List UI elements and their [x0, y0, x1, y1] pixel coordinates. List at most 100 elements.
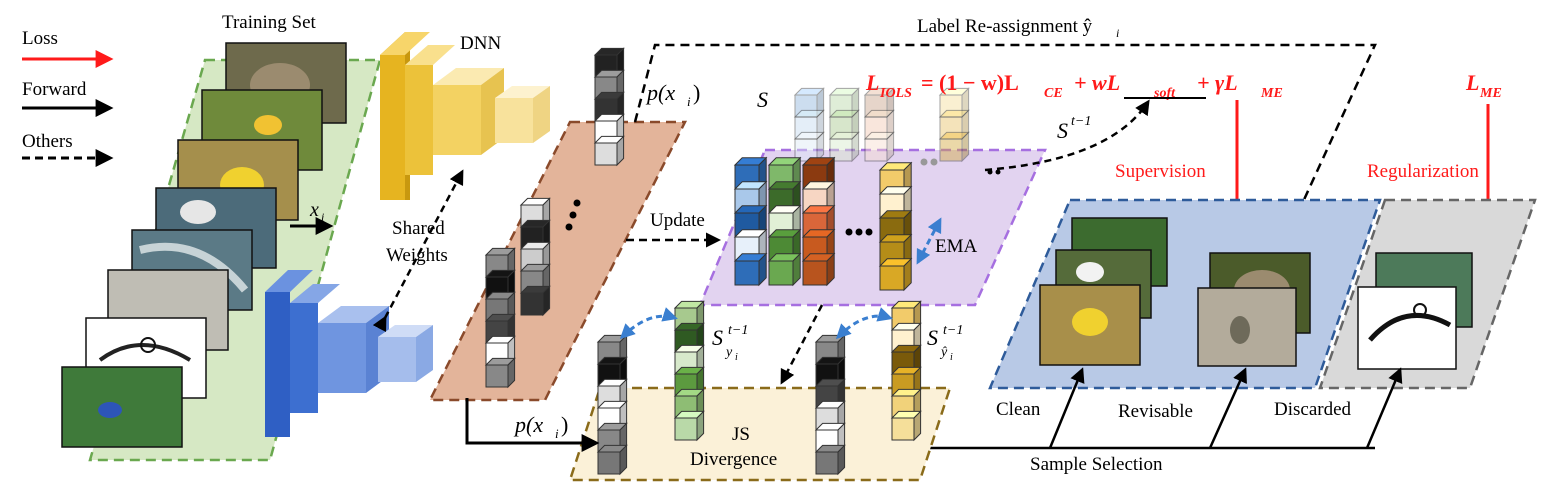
lme-sub: ME — [1479, 86, 1502, 101]
legend-loss-label: Loss — [22, 28, 58, 49]
regularization-label: Regularization — [1367, 161, 1479, 182]
s-yi-sub: y — [724, 345, 733, 360]
cube — [733, 252, 768, 287]
training-set: Training Set — [61, 12, 382, 462]
s-prev-arrow — [984, 99, 1150, 172]
memory-panel — [698, 87, 1047, 307]
cube — [593, 135, 625, 167]
cube — [793, 109, 825, 141]
xi-label-sub: i — [321, 210, 324, 224]
cube — [814, 444, 846, 476]
p-xi-bottom-label: p(x — [513, 412, 543, 437]
cube — [890, 410, 922, 442]
js-vectors — [596, 300, 922, 476]
ema-label: EMA — [935, 236, 978, 257]
cube — [878, 257, 913, 292]
supervision-label: Supervision — [1115, 161, 1206, 182]
js-compare-arrow-right — [835, 307, 893, 340]
js-label-1: JS — [732, 424, 750, 445]
dnn-top: DNN — [380, 32, 550, 200]
cube — [673, 410, 705, 442]
cube — [767, 252, 802, 287]
memory-to-js-arrow — [780, 304, 824, 385]
shared-weights-label-2: Weights — [386, 245, 448, 266]
s-prev-label: S — [1057, 118, 1068, 143]
cube — [938, 109, 970, 141]
clean-arrow — [1048, 367, 1085, 449]
p-xi-bottom-paren: ) — [561, 412, 568, 437]
formula-ce-sub: CE — [1044, 86, 1063, 101]
cube — [828, 109, 860, 141]
shared-weights-label-1: Shared — [392, 218, 445, 239]
formula-plus1: + wL — [1074, 70, 1120, 95]
legend-others-label: Others — [22, 131, 73, 152]
p-xi-top-label: p(x — [645, 80, 675, 105]
js-compare-arrow-left — [619, 307, 678, 340]
cube — [863, 87, 895, 119]
revisable-arrow — [1208, 367, 1247, 449]
s-label: S — [757, 87, 768, 112]
formula-lhs: L — [865, 70, 879, 95]
js-panel: JS Divergence — [568, 300, 952, 482]
lme-label: L — [1465, 70, 1479, 95]
p-xi-top-paren: ) — [693, 80, 700, 105]
probability-panel-shape — [427, 120, 688, 402]
revisable-label: Revisable — [1118, 401, 1193, 422]
cube — [938, 131, 970, 163]
cube — [801, 252, 836, 287]
cube — [596, 444, 628, 476]
cube — [828, 87, 860, 119]
s-yhat-sup: t−1 — [943, 323, 963, 338]
loss-formula: L IOLS = (1 − w)L CE + wL soft + γL ME — [865, 70, 1283, 101]
discarded-label: Discarded — [1274, 399, 1352, 420]
discard-panel — [1318, 198, 1537, 390]
probability-vectors — [484, 47, 625, 389]
cube — [890, 366, 922, 398]
memory-matrix — [733, 87, 970, 292]
sample-selection-label: Sample Selection — [1030, 454, 1163, 475]
cube — [890, 388, 922, 420]
xi-label: x — [309, 199, 319, 221]
cube — [828, 131, 860, 163]
training-set-title: Training Set — [222, 12, 317, 33]
s-yhat-sub: ŷ — [939, 345, 948, 360]
legend: Loss Forward Others — [22, 28, 114, 167]
legend-forward-label: Forward — [22, 79, 87, 100]
s-yi-subsub: i — [735, 352, 738, 363]
s-yhat-label: S — [927, 325, 938, 350]
cube — [801, 156, 836, 191]
formula-me-sub: ME — [1260, 86, 1283, 101]
discarded-arrow — [1365, 367, 1403, 449]
s-yi-label: S — [712, 325, 723, 350]
p-xi-bottom-sub: i — [555, 426, 559, 441]
discarded-image-2 — [1357, 286, 1457, 370]
pxi-bottom-arrow — [465, 398, 600, 452]
bird-image-stack — [61, 42, 347, 448]
s-prev-sup: t−1 — [1071, 114, 1091, 129]
cube — [484, 357, 516, 389]
shared-weights-arrow — [372, 169, 464, 333]
label-reassignment-sub: i — [1116, 26, 1119, 40]
bird-image-8 — [61, 366, 183, 448]
formula-lhs-sub: IOLS — [879, 86, 912, 101]
formula-plus2: + γL — [1197, 70, 1238, 95]
cube — [793, 87, 825, 119]
selection-panel — [988, 198, 1382, 390]
formula-eq: = (1 − w)L — [921, 70, 1019, 95]
p-xi-top-sub: i — [687, 94, 691, 109]
s-yi-sup: t−1 — [728, 323, 748, 338]
cube — [938, 87, 970, 119]
cube — [863, 131, 895, 163]
probability-panel — [427, 47, 688, 402]
dnn-label: DNN — [460, 33, 501, 54]
clean-label: Clean — [996, 399, 1041, 420]
label-reassignment-path — [633, 43, 1377, 255]
cube — [793, 131, 825, 163]
js-label-2: Divergence — [690, 449, 777, 470]
cube — [519, 285, 551, 317]
ema-arrow — [916, 217, 942, 265]
cube — [863, 109, 895, 141]
label-reassignment-label: Label Re-assignment ŷ — [917, 16, 1093, 37]
s-yhat-subsub: i — [950, 352, 953, 363]
